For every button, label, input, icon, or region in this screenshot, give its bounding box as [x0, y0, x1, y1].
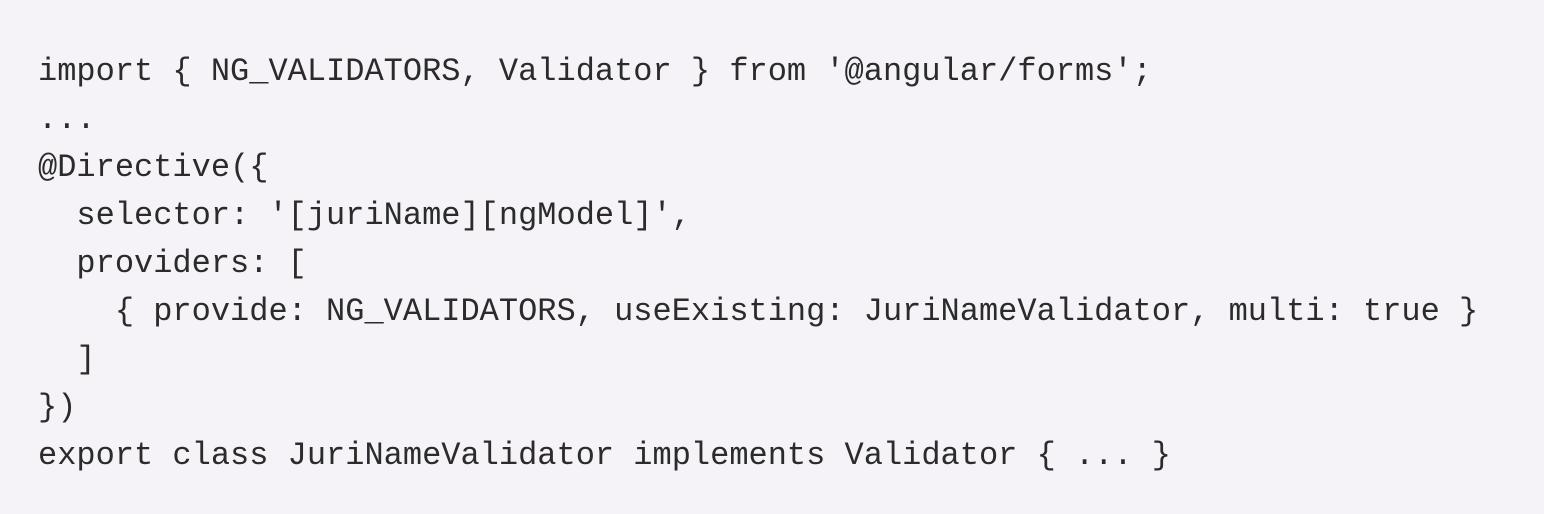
code-line: selector: '[juriName][ngModel]', — [38, 197, 691, 234]
code-block: import { NG_VALIDATORS, Validator } from… — [38, 48, 1478, 480]
code-line: providers: [ — [38, 245, 307, 282]
code-line: ] — [38, 341, 96, 378]
code-line: @Directive({ — [38, 149, 269, 186]
code-line: export class JuriNameValidator implement… — [38, 437, 1171, 474]
code-line: import { NG_VALIDATORS, Validator } from… — [38, 53, 1152, 90]
code-line: ... — [38, 101, 96, 138]
code-line: { provide: NG_VALIDATORS, useExisting: J… — [38, 293, 1479, 330]
code-line: }) — [38, 389, 77, 426]
